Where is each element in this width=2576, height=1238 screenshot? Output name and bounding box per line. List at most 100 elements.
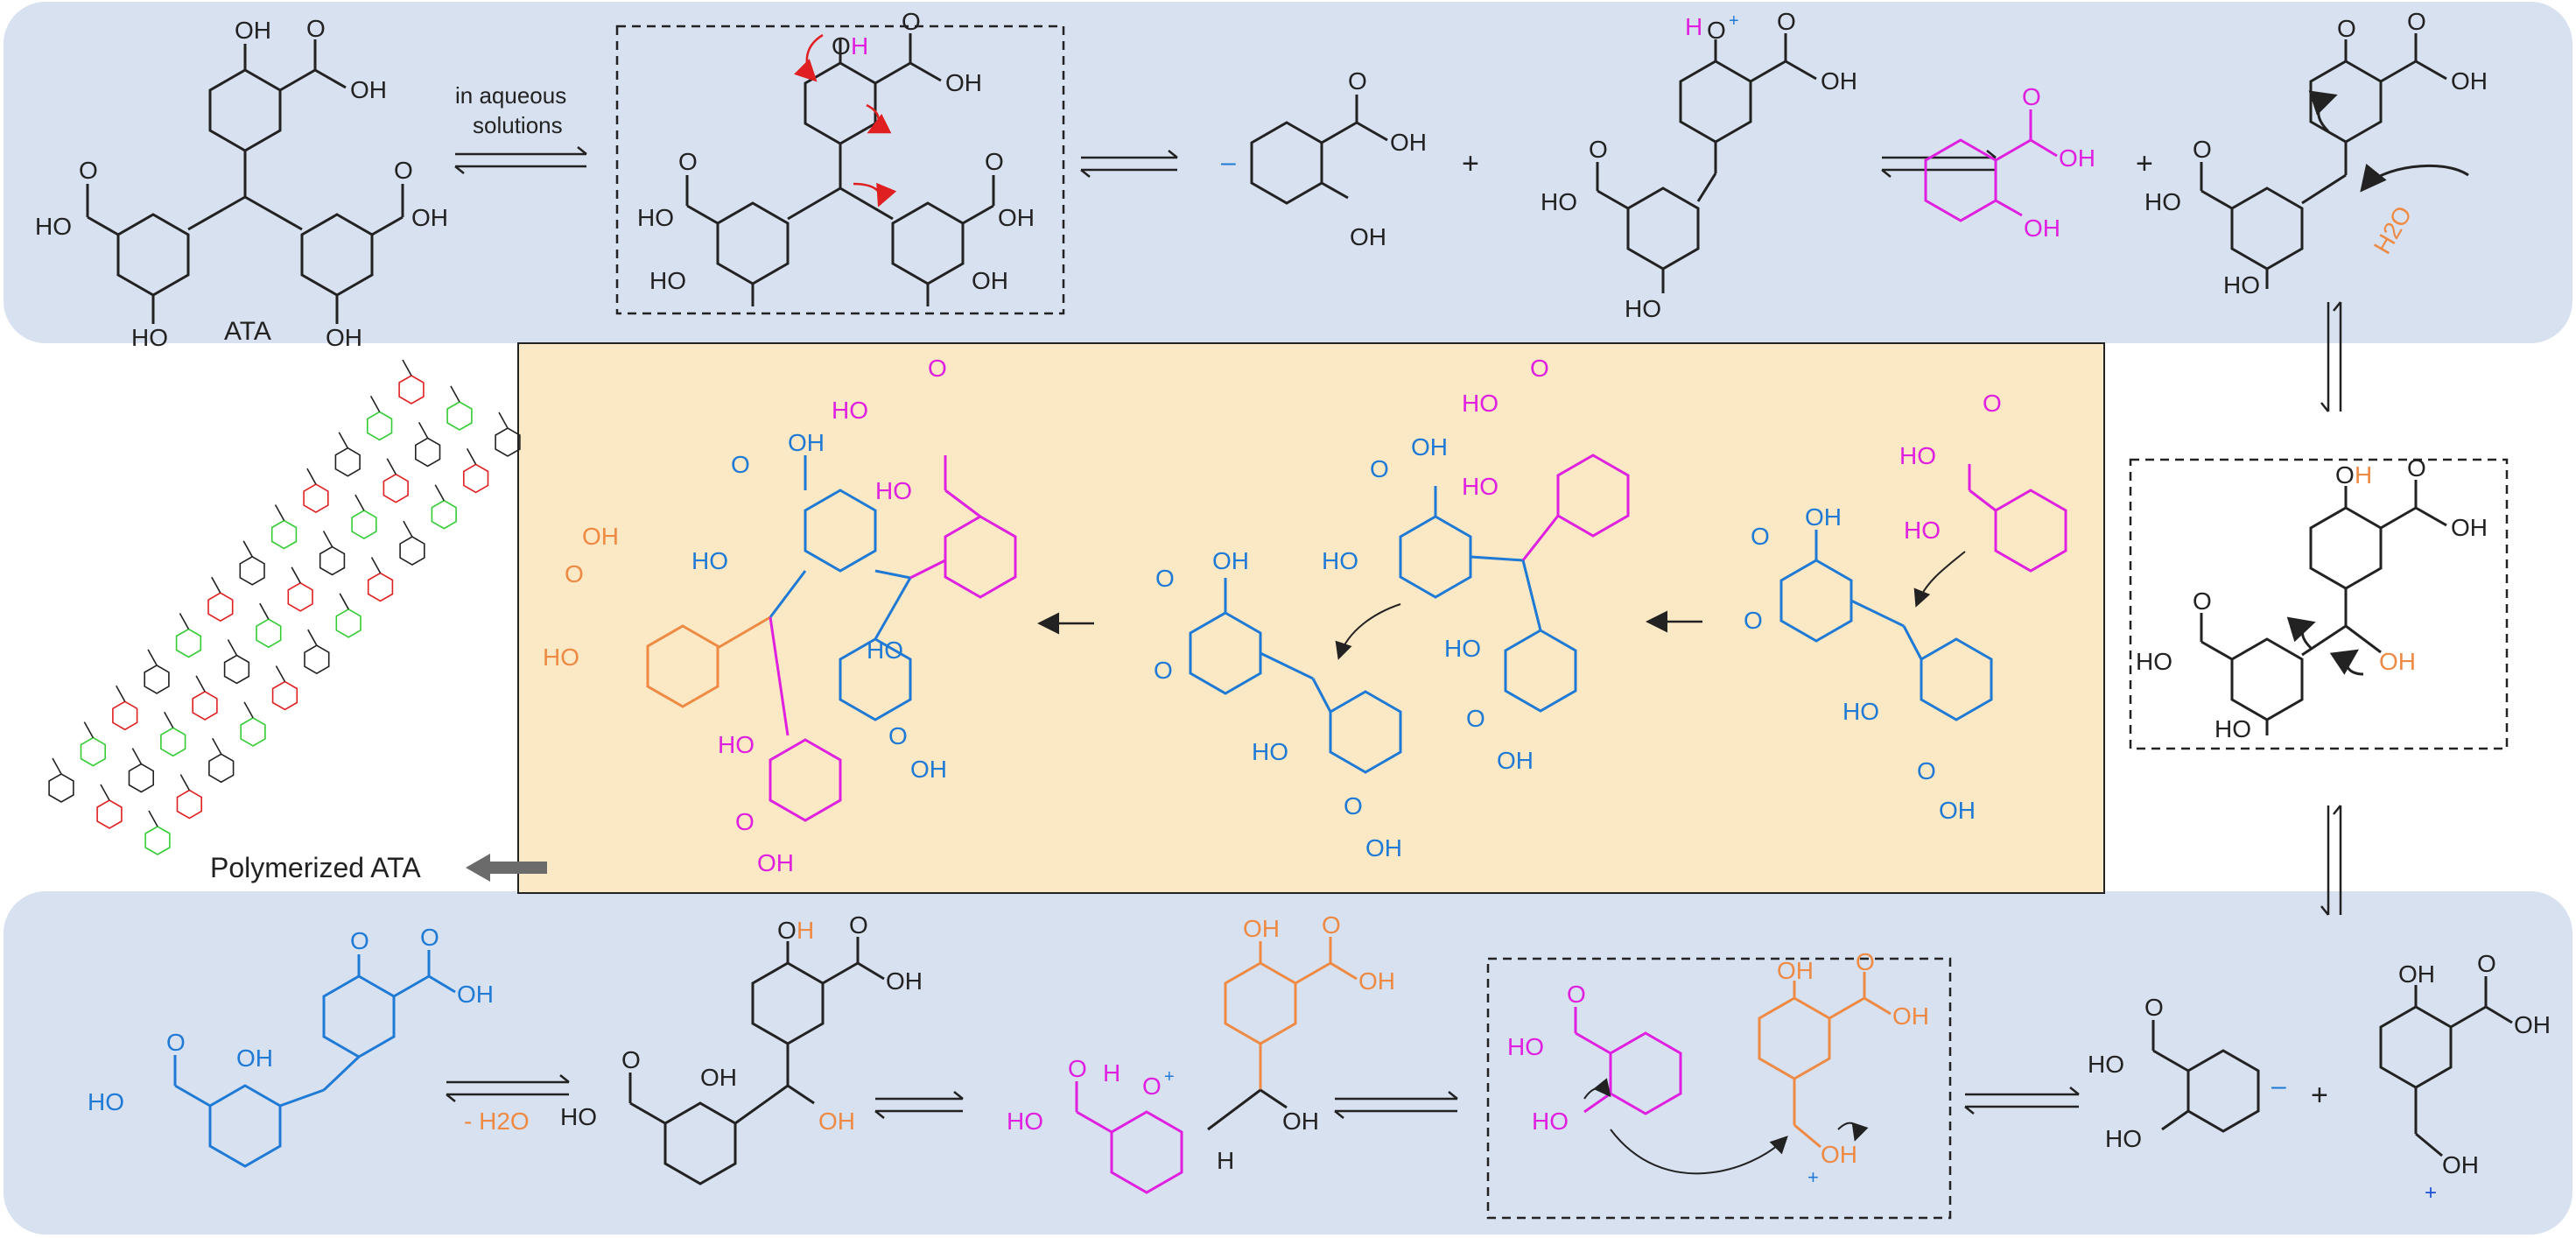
polymer-bond: [275, 665, 286, 682]
dim-ho-1: HO: [1322, 547, 1358, 574]
mech1-h: H: [851, 32, 868, 60]
polymer-ring: [239, 555, 265, 586]
bqm-o: O: [350, 927, 369, 954]
polymer-ring: [334, 447, 361, 477]
polymer-bond: [403, 520, 413, 538]
quinone-methide-water: [2200, 33, 2469, 289]
polymerization-panel: [517, 342, 2105, 894]
ata-oh-top: OH: [235, 17, 271, 44]
polymer-ring: [399, 536, 425, 566]
quinone-methide-blue-bottom: [173, 950, 456, 1168]
polymer-ring: [414, 437, 441, 468]
polymer-ring: [271, 680, 298, 711]
tri-ho-4: HO: [543, 644, 579, 671]
eq-arrow-1: [454, 146, 587, 174]
panel-curved-arrow-2: [1913, 551, 1966, 608]
msal-oh-2: OH: [2024, 215, 2060, 242]
polymer-ring: [80, 736, 106, 767]
polymer-bond: [211, 576, 221, 594]
polymer-ring: [287, 581, 313, 612]
eq-arrow-bottom-4: [1964, 1087, 2080, 1115]
polymer-bond: [370, 557, 382, 573]
ata-o-left: O: [79, 157, 98, 184]
b3-plus: +: [1807, 1166, 1819, 1188]
sal-oh-1: OH: [1390, 129, 1427, 156]
qmb2-oh-2: OH: [1939, 797, 1976, 824]
tri-ho-3: HO: [875, 477, 912, 504]
tri-o-5: O: [735, 808, 755, 835]
ata-ho-left: HO: [35, 213, 72, 240]
dim-oh-1: OH: [1411, 433, 1448, 461]
polymer-bond: [466, 447, 477, 465]
qmb2-o-2: O: [1744, 607, 1763, 634]
salicylate-final: [2151, 1020, 2260, 1133]
carb-o-left: O: [2193, 587, 2212, 615]
cb-o-left: O: [621, 1046, 641, 1073]
polymer-bond: [274, 504, 285, 521]
polymer-ring: [176, 789, 202, 819]
mech1-ho-left: HO: [637, 204, 674, 231]
qmb2-o: O: [1751, 523, 1770, 550]
bqm-o-top: O: [420, 924, 439, 951]
qmb2-o-3: O: [1917, 757, 1936, 784]
polymer-ring: [144, 826, 171, 855]
polymer-bond: [434, 484, 445, 502]
polymer-ring: [207, 592, 234, 623]
bqm-ho: HO: [88, 1088, 124, 1115]
trimer-product: [646, 455, 1017, 822]
pi-o-top: O: [1322, 911, 1341, 939]
dim-oh-2: OH: [1497, 747, 1534, 774]
tri-oh-4: OH: [757, 849, 794, 876]
bottom-band: [4, 891, 2572, 1234]
eq-arrow-3: [1881, 150, 1997, 178]
polymer-bond: [418, 421, 429, 439]
sal-oh-2: OH: [1350, 223, 1386, 250]
qmw-ho-bottom: HO: [2223, 271, 2260, 299]
polymer-bond: [307, 629, 318, 646]
qmb1-ho: HO: [1252, 738, 1288, 765]
psal-ho-2: HO: [1904, 517, 1941, 544]
solutions-label: solutions: [473, 112, 563, 138]
mechanism-labels-1: O H O OH O HO HO O OH OH: [637, 8, 1035, 294]
polymer-bond: [212, 737, 222, 755]
polymer-bond: [242, 540, 253, 558]
mechanism-arrows-1: [794, 33, 897, 208]
polymer-ring: [335, 608, 361, 638]
tri-o-3: O: [565, 560, 584, 587]
polymer-bond: [243, 701, 254, 719]
b3a-o: O: [1856, 948, 1875, 975]
plus-2: +: [2136, 147, 2153, 180]
tri-o-4: O: [888, 722, 908, 749]
qmb1-o-3: O: [1344, 792, 1363, 819]
in-aqueous-label: in aqueous: [455, 82, 566, 109]
mechanism-molecule-1: [685, 33, 995, 306]
polymer-ring: [462, 463, 489, 494]
ata-labels: OH O OH O HO HO O OH OH: [35, 15, 448, 351]
final-minus: –: [2271, 1072, 2286, 1101]
polymer-bond: [131, 748, 143, 765]
polymer-ring: [383, 473, 409, 503]
eq-arrow-vertical-2: [2320, 805, 2342, 916]
ata-o-right: O: [394, 157, 413, 184]
sf-ho: HO: [2088, 1051, 2124, 1078]
eq-arrow-2: [1080, 150, 1178, 178]
polymer-ring: [319, 545, 346, 576]
eq-arrow-bottom-3: [1334, 1091, 1458, 1119]
qm-o-top: O: [1777, 8, 1796, 35]
polymer-ring: [303, 483, 329, 514]
cb-oh: OH: [700, 1064, 737, 1091]
polymer-bond: [386, 458, 397, 475]
tri-o-2: O: [928, 355, 947, 382]
tri-oh-2: OH: [582, 523, 619, 550]
polymer-ring: [367, 572, 394, 602]
qm-oh-top: OH: [1821, 67, 1857, 95]
polymer-bond: [164, 711, 174, 728]
cb-o-top: O: [849, 911, 868, 939]
b3s-ho: HO: [1507, 1033, 1544, 1060]
salicylic-acid-magenta: [1924, 109, 2058, 222]
carbinol-molecule: [2200, 480, 2447, 735]
mech1-ho-bottom: HO: [649, 267, 686, 294]
polymer-bond: [402, 359, 412, 376]
qm-o-left: O: [1589, 136, 1608, 163]
